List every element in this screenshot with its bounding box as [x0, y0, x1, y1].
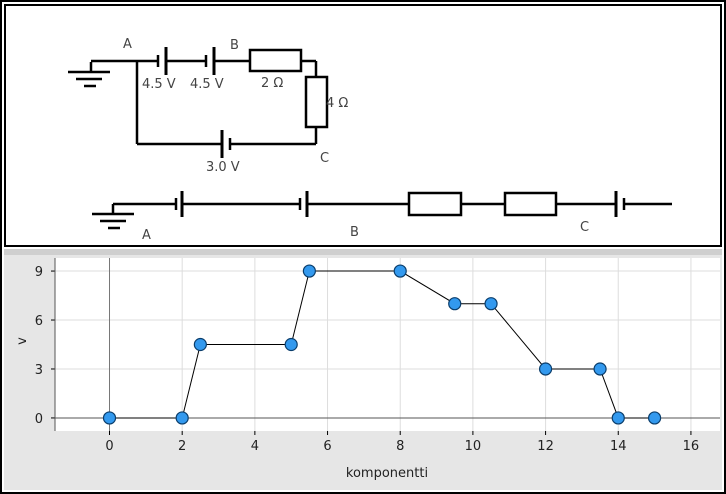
y-tick-label: 9	[35, 265, 43, 280]
x-tick-label: 4	[251, 439, 259, 454]
series-line	[109, 270, 655, 419]
y-axis-label: v	[15, 337, 30, 345]
resistor-1-label: 2 Ω	[261, 76, 283, 91]
data-point[interactable]	[102, 411, 117, 425]
node-label-b: B	[230, 38, 239, 53]
x-tick-label: 16	[683, 439, 700, 454]
line-node-label-a: A	[142, 228, 151, 243]
resistor-1	[248, 48, 303, 73]
line-node-label-b: B	[350, 225, 359, 240]
x-tick-label: 10	[465, 439, 482, 454]
battery-3	[220, 130, 232, 158]
line-battery-3	[614, 191, 626, 217]
series-polyline	[109, 270, 655, 419]
battery-2-label: 4.5 V	[190, 77, 224, 92]
tick-labels: 0 2 4 6 8 10 12 14 16 0 3 6 9	[35, 265, 699, 454]
y-tick-label: 3	[35, 363, 43, 378]
node-label-a: A	[123, 37, 132, 52]
line-node-label-c: C	[580, 220, 589, 235]
data-point[interactable]	[538, 362, 553, 376]
battery-3-label: 3.0 V	[206, 160, 240, 175]
data-point[interactable]	[647, 411, 662, 425]
x-axis-label: komponentti	[346, 466, 428, 481]
ground-symbol-bottom	[92, 204, 134, 230]
data-point[interactable]	[484, 297, 498, 311]
data-points[interactable]	[102, 264, 662, 425]
x-tick-label: 14	[610, 439, 627, 454]
line-battery-1	[174, 191, 184, 217]
data-point[interactable]	[611, 411, 625, 425]
data-point[interactable]	[284, 337, 298, 352]
x-tick-label: 2	[178, 439, 186, 454]
data-point[interactable]	[193, 337, 207, 352]
resistor-2	[304, 75, 329, 129]
line-resistor-2	[503, 191, 558, 217]
x-tick-label: 6	[323, 439, 331, 454]
voltage-chart[interactable]: 0 2 4 6 8 10 12 14 16 0 3 6 9 komponentti v	[4, 249, 722, 490]
data-point[interactable]	[175, 411, 189, 425]
battery-1	[156, 47, 168, 75]
data-point[interactable]	[593, 362, 607, 376]
y-tick-label: 0	[35, 412, 43, 427]
battery-1-label: 4.5 V	[142, 77, 176, 92]
circuit-wires	[91, 59, 318, 146]
circuit-diagram: A B C 4.5 V 4.5 V 2 Ω 4 Ω 3.0 V	[68, 37, 672, 243]
y-tick-label: 6	[35, 314, 43, 329]
circuit-panel: A B C 4.5 V 4.5 V 2 Ω 4 Ω 3.0 V	[4, 4, 722, 247]
x-tick-label: 12	[537, 439, 554, 454]
data-point[interactable]	[302, 264, 316, 278]
line-battery-2	[298, 191, 309, 217]
x-tick-label: 8	[396, 439, 404, 454]
graph-panel-topbar	[4, 249, 722, 255]
graph-panel: 0 2 4 6 8 10 12 14 16 0 3 6 9 komponentti v	[4, 249, 722, 490]
data-point[interactable]	[393, 264, 407, 278]
battery-2	[204, 47, 216, 75]
line-resistor-1	[407, 191, 463, 217]
ground-symbol-top	[68, 62, 110, 88]
x-tick-label: 0	[105, 439, 113, 454]
data-point[interactable]	[448, 297, 462, 311]
resistor-2-label: 4 Ω	[326, 96, 348, 111]
node-label-c: C	[320, 151, 329, 166]
plot-area	[55, 258, 720, 431]
